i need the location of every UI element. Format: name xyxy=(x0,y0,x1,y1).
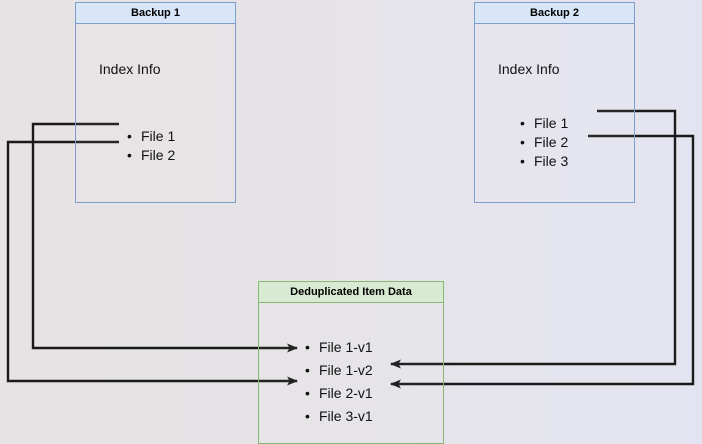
backup-1-body: Index Info File 1 File 2 xyxy=(75,24,236,203)
list-item[interactable]: File 2-v1 xyxy=(304,382,373,405)
dedup-body: File 1-v1 File 1-v2 File 2-v1 File 3-v1 xyxy=(258,303,444,444)
list-item[interactable]: File 3 xyxy=(519,152,568,171)
backup-2-body: Index Info File 1 File 2 File 3 xyxy=(474,24,635,203)
backup-2-file-list: File 1 File 2 File 3 xyxy=(519,114,568,171)
backup-1-index-info-label: Index Info xyxy=(99,61,161,77)
list-item[interactable]: File 2 xyxy=(519,133,568,152)
list-item[interactable]: File 1-v2 xyxy=(304,359,373,382)
backup-2-header: Backup 2 xyxy=(474,2,635,24)
dedup-header: Deduplicated Item Data xyxy=(258,281,444,303)
list-item[interactable]: File 2 xyxy=(126,146,175,165)
backup-1-file-list: File 1 File 2 xyxy=(126,127,175,165)
list-item[interactable]: File 1 xyxy=(126,127,175,146)
deduplicated-item-data-box[interactable]: Deduplicated Item Data File 1-v1 File 1-… xyxy=(258,281,444,444)
backup-2-box[interactable]: Backup 2 Index Info File 1 File 2 File 3 xyxy=(474,2,635,203)
list-item[interactable]: File 3-v1 xyxy=(304,405,373,428)
dedup-file-list: File 1-v1 File 1-v2 File 2-v1 File 3-v1 xyxy=(304,336,373,428)
list-item[interactable]: File 1-v1 xyxy=(304,336,373,359)
list-item[interactable]: File 1 xyxy=(519,114,568,133)
backup-2-index-info-label: Index Info xyxy=(498,61,560,77)
backup-1-header: Backup 1 xyxy=(75,2,236,24)
backup-1-box[interactable]: Backup 1 Index Info File 1 File 2 xyxy=(75,2,236,203)
